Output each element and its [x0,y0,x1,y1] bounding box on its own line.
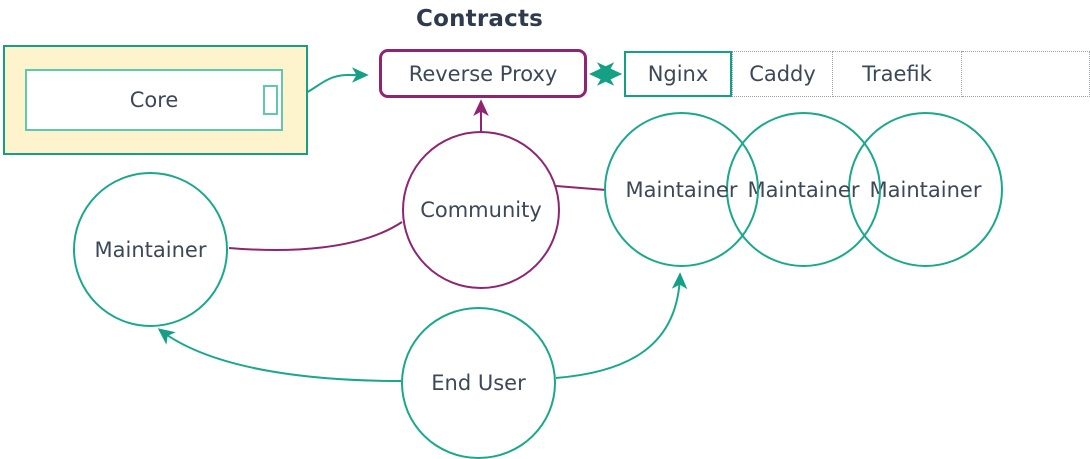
contracts-section-title: Contracts [416,6,544,32]
wire-community-to-maintainer-left [228,221,403,251]
core-port[interactable] [263,85,278,115]
impl-cell-traefik[interactable]: Traefik [833,51,962,97]
core-node[interactable]: Core [25,69,283,131]
impl-cell-traefik-label: Traefik [862,62,932,86]
actor-end-user-label: End User [431,371,526,395]
wire-enduser-to-maintainer-1 [555,272,688,379]
wire-enduser-to-maintainer-left [157,328,402,382]
impl-cell-nginx[interactable]: Nginx [624,51,732,97]
actor-maintainer-left[interactable]: Maintainer [73,172,228,327]
actor-community-label: Community [420,198,542,222]
actor-maintainer-1-label: Maintainer [625,177,738,202]
impl-cell-empty[interactable] [962,51,1090,97]
impl-cell-caddy[interactable]: Caddy [732,51,833,97]
reverse-proxy-node[interactable]: Reverse Proxy [379,49,587,98]
reverse-proxy-label: Reverse Proxy [408,61,558,86]
implementation-row: Nginx Caddy Traefik [624,51,1090,97]
impl-cell-caddy-label: Caddy [749,62,816,86]
actor-maintainer-1[interactable]: Maintainer [604,112,759,267]
actor-maintainer-2-label: Maintainer [747,177,860,202]
wire-community-to-maintainer-1 [555,185,607,191]
core-node-label: Core [129,88,179,112]
actor-maintainer-3-label: Maintainer [869,177,982,202]
impl-cell-nginx-label: Nginx [647,62,709,86]
actor-community[interactable]: Community [402,131,560,289]
actor-maintainer-left-label: Maintainer [94,237,207,262]
actor-end-user[interactable]: End User [401,307,556,459]
